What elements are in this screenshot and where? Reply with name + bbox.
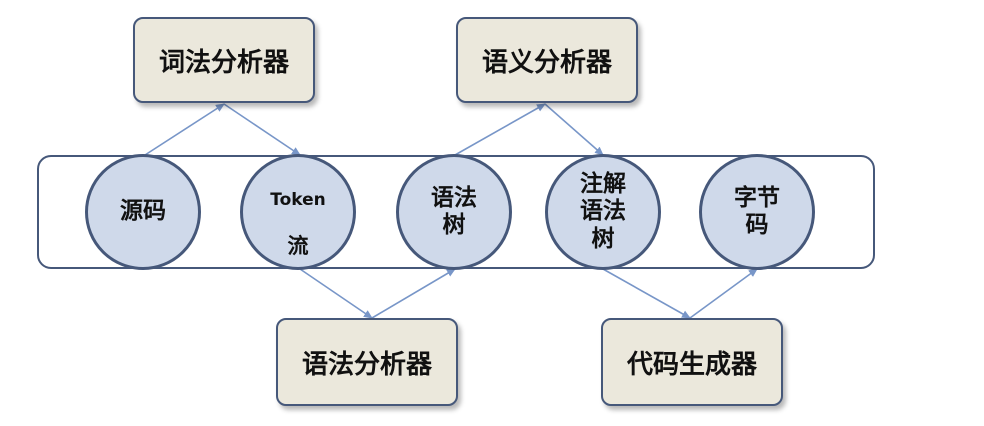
arrow-codegen-to-bytecode (689, 268, 758, 319)
token-stream-label-line2: 流 (287, 234, 309, 259)
annotated-syntax-tree-node: 注解 语法 树 (545, 154, 661, 270)
semantic-analyzer-label: 语义分析器 (481, 47, 612, 78)
arrow-token-to-parser (299, 268, 373, 319)
arrow-annotated-to-codegen (602, 268, 691, 319)
arrow-parser-to-ast (371, 268, 456, 319)
parser-label: 语法分析器 (301, 349, 432, 380)
syntax-tree-label: 语法 树 (431, 184, 477, 238)
code-generator-label: 代码生成器 (626, 349, 757, 380)
bytecode-label: 字节 码 (734, 184, 780, 238)
code-generator-box: 代码生成器 (601, 318, 783, 406)
arrow-source-to-lexer (144, 103, 225, 156)
bytecode-node: 字节 码 (699, 154, 815, 270)
parser-box: 语法分析器 (276, 318, 458, 406)
arrow-ast-to-semantic (454, 103, 546, 156)
token-stream-node: Token 流 (240, 154, 356, 270)
source-code-node: 源码 (85, 154, 201, 270)
arrow-semantic-to-annotated (544, 103, 604, 156)
arrow-lexer-to-token (223, 103, 301, 156)
annotated-syntax-tree-label: 注解 语法 树 (580, 171, 626, 252)
lexer-box: 词法分析器 (133, 17, 315, 103)
token-stream-label-line1: Token (270, 189, 326, 210)
syntax-tree-node: 语法 树 (396, 154, 512, 270)
source-code-label: 源码 (120, 198, 166, 225)
lexer-label: 词法分析器 (158, 47, 289, 78)
semantic-analyzer-box: 语义分析器 (456, 17, 638, 103)
